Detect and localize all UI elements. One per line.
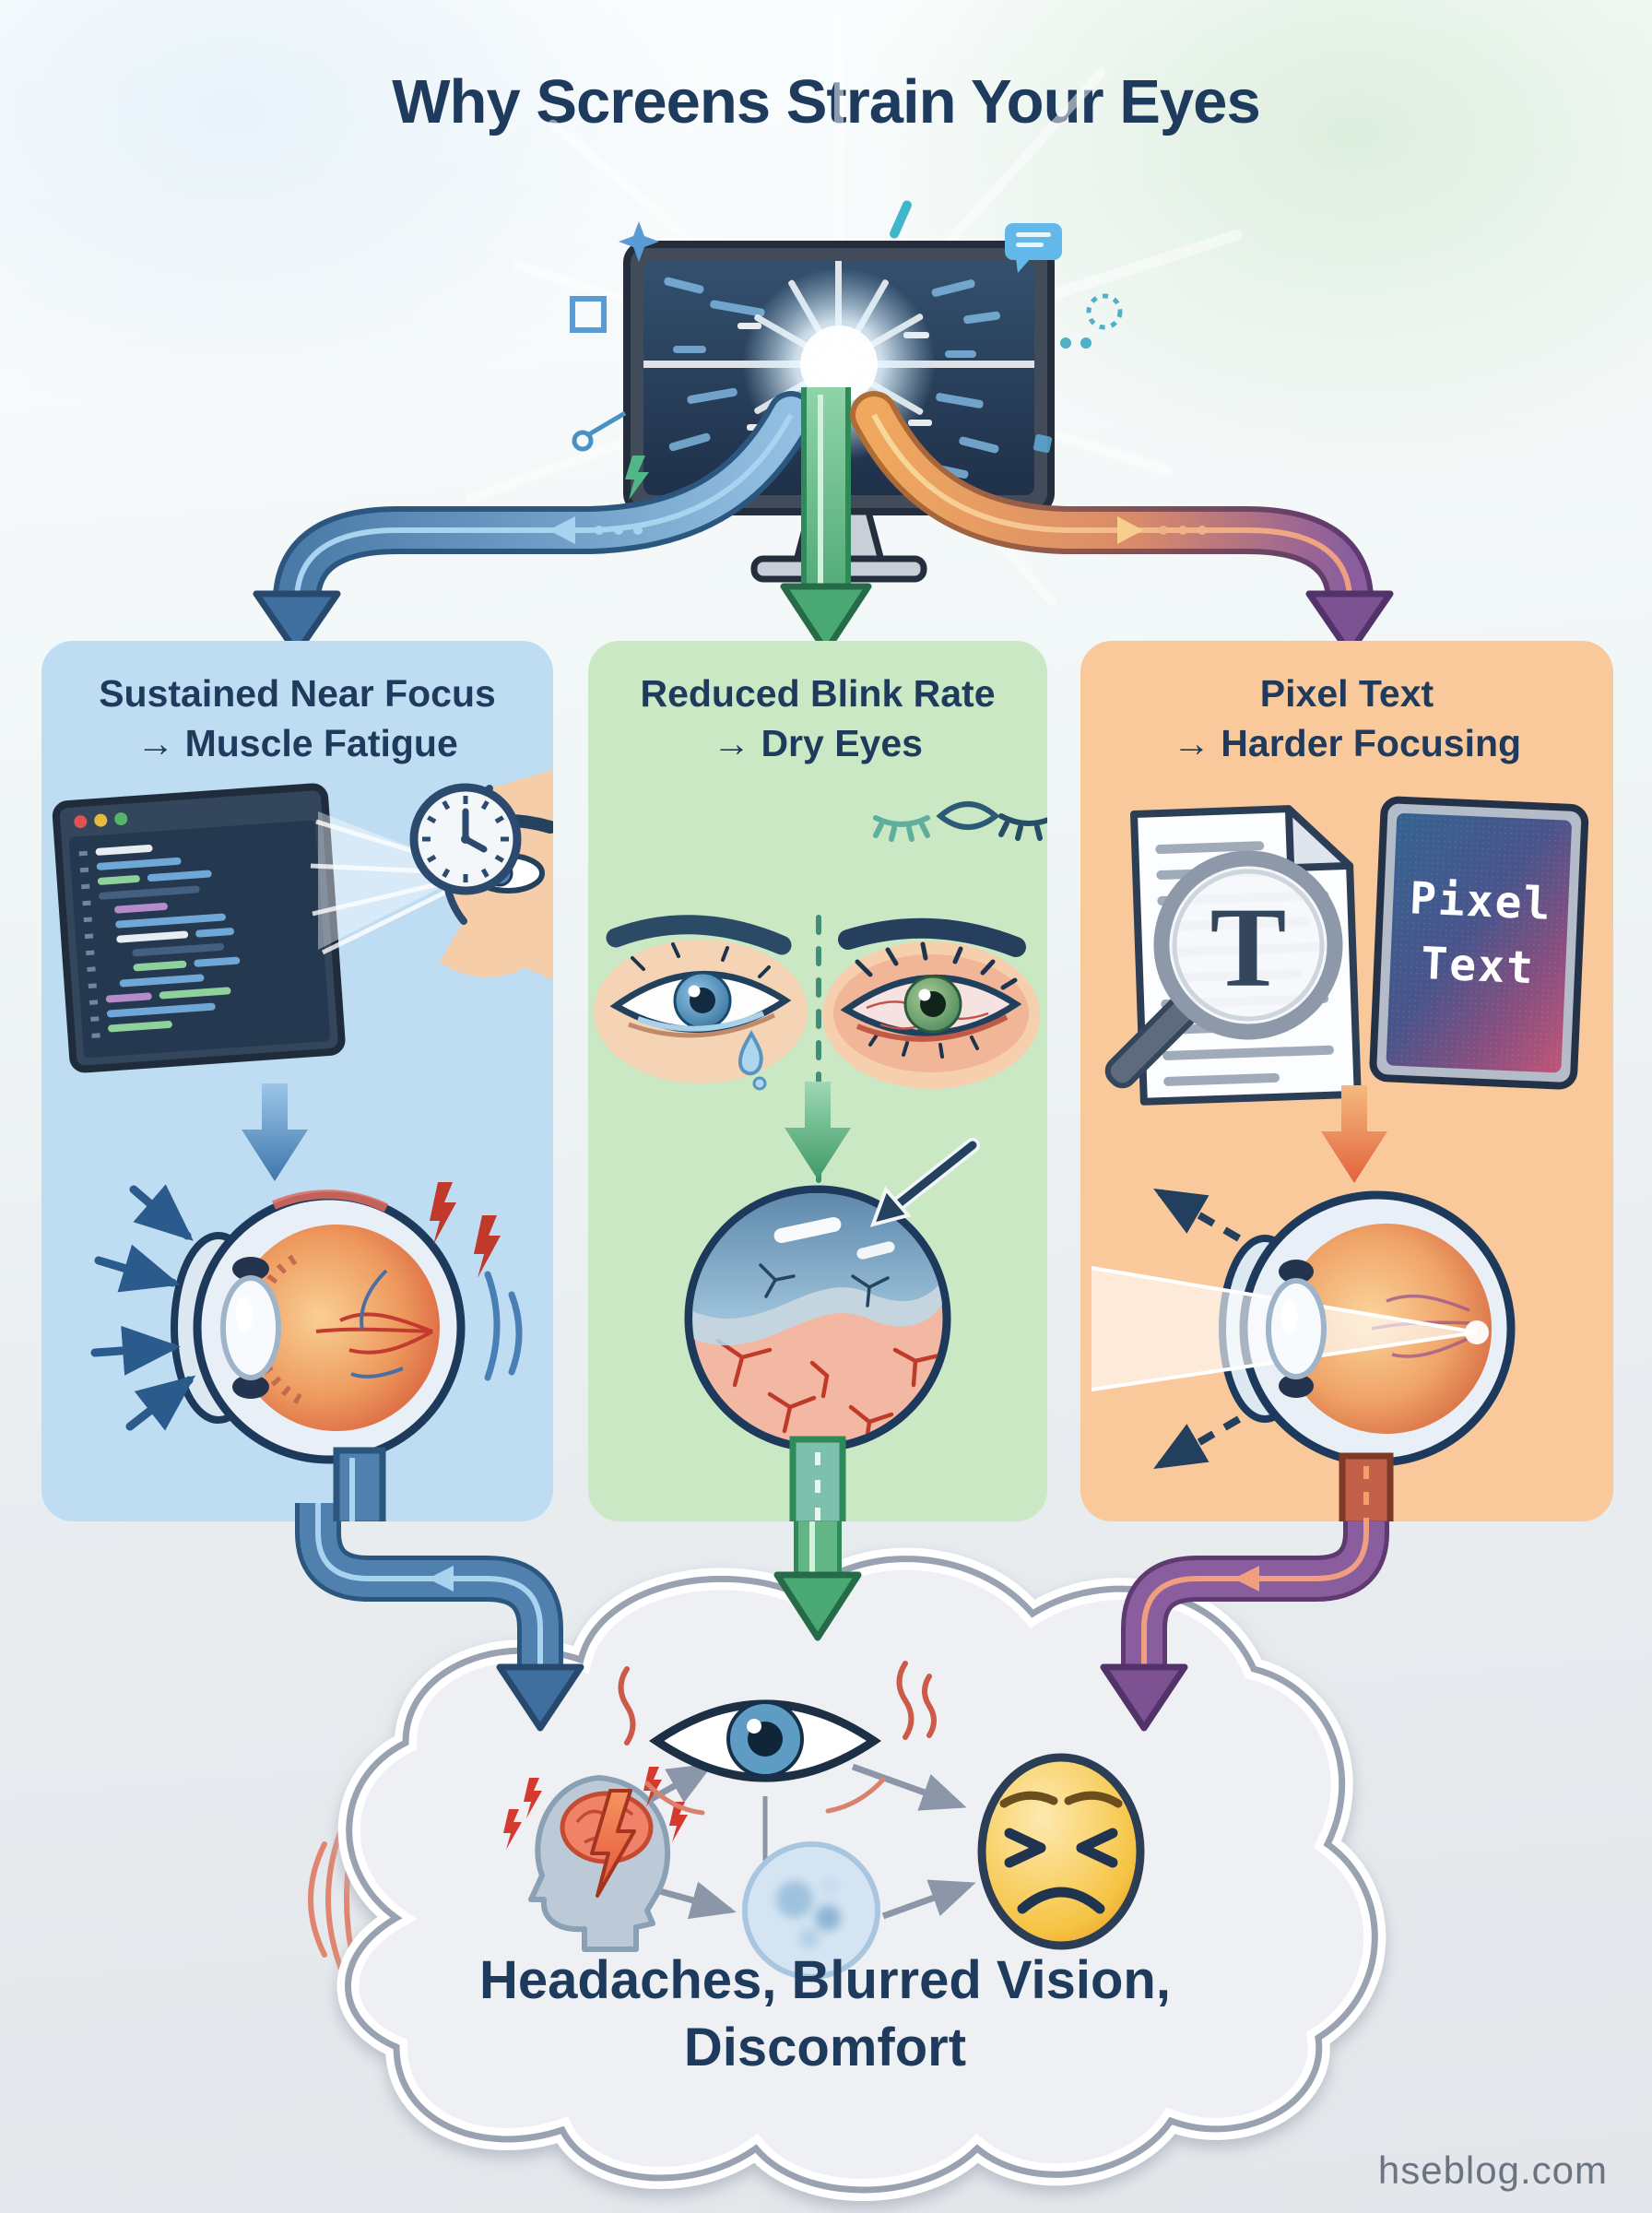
- header-line: Reduced Blink Rate: [640, 672, 996, 715]
- down-arrow-icon: [1321, 1085, 1387, 1183]
- outcome-line2: Discomfort: [683, 2017, 967, 2077]
- pointer-arrow: [869, 1138, 980, 1227]
- outcome-line1: Headaches, Blurred Vision,: [479, 1950, 1171, 2010]
- gaze-rays: [318, 811, 473, 950]
- optic-pipe: [333, 1447, 386, 1521]
- watermark: hseblog.com: [1377, 2148, 1608, 2192]
- headache-bolt-icon: [590, 1789, 636, 1898]
- monitor-stand: [792, 508, 886, 564]
- irritated-eye-icon: [822, 917, 1040, 1089]
- dry-eye-closeup-icon: [684, 1138, 980, 1452]
- strain-waves-left: [308, 1786, 372, 2013]
- panel-pixel-text: Pixel Text → Harder Focusing: [1080, 641, 1613, 1521]
- outcome-text: Headaches, Blurred Vision, Discomfort: [387, 1947, 1263, 2081]
- down-arrow-icon: [785, 1082, 851, 1179]
- strain-waves-right: [1292, 1786, 1355, 2013]
- cloud-shape: [336, 1547, 1386, 2201]
- symptom-connectors: [648, 1763, 976, 1920]
- arrow-near-focus-to-cloud: [295, 1503, 584, 1732]
- healthy-eye-icon: [594, 915, 808, 1091]
- speech-bubble-icon: [1005, 223, 1062, 273]
- panel-pixel-text-header: Pixel Text → Harder Focusing: [1092, 669, 1602, 768]
- strained-eyeball-icon: [171, 1182, 523, 1464]
- slash-icon: [890, 200, 912, 239]
- magnified-letter: T: [1210, 884, 1287, 1011]
- pain-zaps: [503, 1767, 688, 1850]
- header-line: → Harder Focusing: [1172, 722, 1522, 765]
- header-line: Pixel Text: [1259, 672, 1434, 715]
- clock-icon: [409, 783, 522, 895]
- effect-arrows: [295, 1489, 1389, 1732]
- dashed-circle-icon: [1086, 293, 1123, 330]
- focusing-eyeball-icon: [1091, 1188, 1516, 1470]
- pixel-text-line1: Pixel: [1409, 872, 1553, 930]
- sparkle-icon: [619, 221, 659, 262]
- code-editor-icon: [52, 783, 346, 1073]
- outcome-cloud: [308, 1547, 1386, 2201]
- panel-near-focus-header: Sustained Near Focus → Muscle Fatigue: [53, 669, 542, 768]
- flow-tube: [1339, 1452, 1394, 1521]
- magnifier-icon: T: [1104, 850, 1343, 1089]
- square-outline-icon: [570, 296, 607, 333]
- header-line: Sustained Near Focus: [99, 672, 496, 715]
- down-arrow-icon: [242, 1083, 308, 1181]
- panel-blink-rate: Reduced Blink Rate → Dry Eyes: [588, 641, 1047, 1521]
- blurred-vision-eye-icon: [618, 1661, 937, 1816]
- panel-near-focus: Sustained Near Focus → Muscle Fatigue: [41, 641, 553, 1521]
- pain-bolt-icon: [430, 1182, 501, 1278]
- heat-squiggles: [618, 1661, 937, 1746]
- pressure-arrows: [90, 1184, 196, 1431]
- glowing-monitor-icon: [466, 14, 1243, 606]
- panel-blink-rate-header: Reduced Blink Rate → Dry Eyes: [599, 669, 1036, 768]
- tear-drop-icon: [738, 1030, 767, 1091]
- pixel-screen-icon: Pixel Text: [1369, 796, 1589, 1090]
- blink-sequence-icon: [873, 801, 1047, 842]
- distressed-emoji-icon: [977, 1753, 1145, 1950]
- page-title: Why Screens Strain Your Eyes: [392, 67, 1260, 136]
- pixel-text-line2: Text: [1420, 938, 1536, 994]
- monitor-illustration: [466, 14, 1243, 606]
- header-line: → Muscle Fatigue: [136, 722, 458, 765]
- arrow-pixel-text-to-cloud: [1100, 1503, 1389, 1732]
- header-line: → Dry Eyes: [713, 722, 923, 765]
- headache-head-icon: [503, 1767, 688, 1952]
